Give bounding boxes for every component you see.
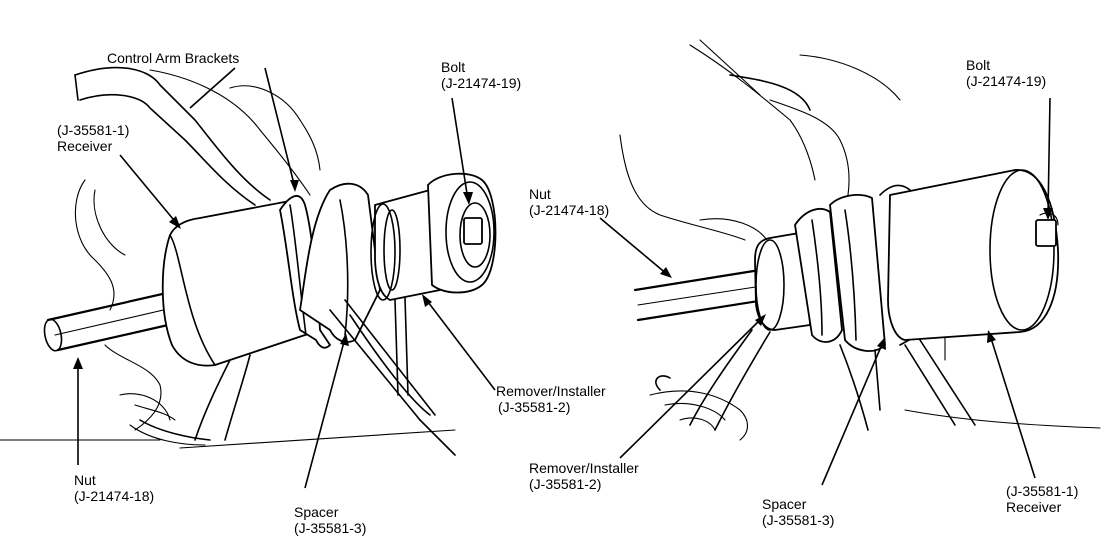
left-receiver-text: Receiver	[57, 138, 113, 154]
control-arm-brackets-text: Control Arm Brackets	[107, 50, 240, 66]
left-receiver-part: (J-35581-1)	[57, 122, 130, 138]
label-left-nut: Nut (J-21474-18)	[74, 472, 154, 504]
left-callout-lines	[73, 67, 496, 489]
label-right-remover-installer: Remover/Installer (J-35581-2)	[529, 460, 639, 492]
label-left-remover-installer: Remover/Installer (J-35581-2)	[496, 383, 606, 415]
right-remover-installer-text: Remover/Installer	[529, 460, 639, 476]
label-right-bolt: Bolt (J-21474-19)	[966, 57, 1046, 89]
right-receiver-part: (J-35581-1)	[1006, 483, 1079, 499]
right-receiver-text: Receiver	[1006, 499, 1062, 515]
label-left-spacer: Spacer (J-35581-3)	[294, 504, 366, 536]
label-left-bolt: Bolt (J-21474-19)	[441, 59, 521, 91]
right-bolt-part: (J-21474-19)	[966, 73, 1047, 89]
label-right-nut: Nut (J-21474-18)	[529, 186, 609, 218]
left-nut-text: Nut	[74, 472, 96, 488]
label-left-receiver: (J-35581-1) Receiver	[57, 122, 129, 154]
label-right-receiver: (J-35581-1) Receiver	[1006, 483, 1078, 515]
right-spacer-part: (J-35581-3)	[762, 512, 835, 528]
left-bolt-part: (J-21474-19)	[441, 75, 522, 91]
left-remover-installer-text: Remover/Installer	[496, 383, 606, 399]
left-remover-installer-part: (J-35581-2)	[498, 399, 571, 415]
right-assembly	[619, 39, 1101, 441]
right-nut-text: Nut	[529, 186, 551, 202]
right-callout-lines	[599, 97, 1053, 486]
right-bolt-text: Bolt	[966, 57, 991, 73]
left-nut-part: (J-21474-18)	[74, 488, 155, 504]
label-control-arm-brackets: Control Arm Brackets	[107, 50, 239, 66]
left-spacer-part: (J-35581-3)	[294, 520, 367, 536]
label-right-spacer: Spacer (J-35581-3)	[762, 496, 834, 528]
left-spacer-text: Spacer	[294, 504, 339, 520]
right-remover-installer-part: (J-35581-2)	[529, 476, 602, 492]
left-assembly	[0, 66, 497, 456]
right-spacer-text: Spacer	[762, 496, 807, 512]
left-bolt-text: Bolt	[441, 59, 466, 75]
right-nut-part: (J-21474-18)	[529, 202, 610, 218]
